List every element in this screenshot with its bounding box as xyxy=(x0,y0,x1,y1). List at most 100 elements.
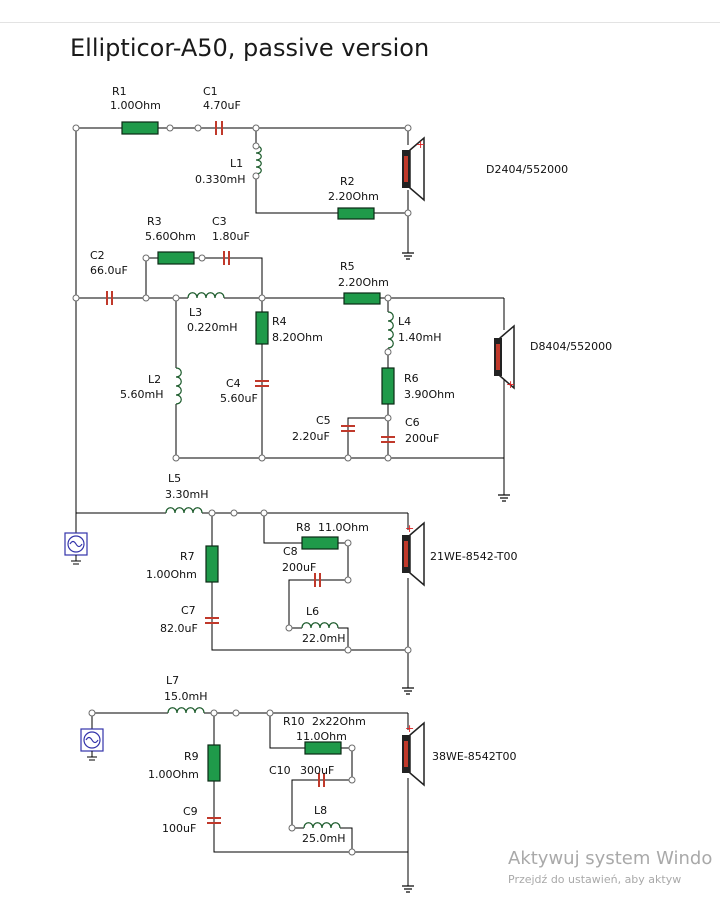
label-r6-name: R6 xyxy=(404,372,419,385)
label-r9-name: R9 xyxy=(184,750,199,763)
inductor-l8 xyxy=(303,822,341,829)
label-r5-name: R5 xyxy=(340,260,355,273)
label-l1-name: L1 xyxy=(230,157,243,170)
label-r3-value: 5.60Ohm xyxy=(145,230,196,243)
inductor-l1 xyxy=(255,145,262,175)
ground-icon xyxy=(497,486,511,502)
label-l5-name: L5 xyxy=(168,472,181,485)
label-c5-value: 2.20uF xyxy=(292,430,330,443)
junction-nodes xyxy=(72,124,412,856)
label-c7-value: 82.0uF xyxy=(160,622,198,635)
resistor-r4 xyxy=(255,311,269,345)
resistor-r6 xyxy=(381,367,395,405)
label-c4-value: 5.60uF xyxy=(220,392,258,405)
label-l2-value: 5.60mH xyxy=(120,388,163,401)
svg-text:+: + xyxy=(405,522,414,535)
resistor-r8 xyxy=(301,536,339,550)
speaker-woofer1-icon: + xyxy=(402,521,425,587)
resistor-r1 xyxy=(121,121,159,135)
label-c7-name: C7 xyxy=(181,604,196,617)
speaker-label-woofer2: 38WE-8542T00 xyxy=(432,750,517,763)
label-l8-value: 25.0mH xyxy=(302,832,345,845)
label-l1-value: 0.330mH xyxy=(195,173,245,186)
label-c1-value: 4.70uF xyxy=(203,99,241,112)
label-c2-value: 66.0uF xyxy=(90,264,128,277)
label-r10-value2: 11.0Ohm xyxy=(296,730,347,743)
label-r1-name: R1 xyxy=(112,85,127,98)
label-r6-value: 3.90Ohm xyxy=(404,388,455,401)
inductors xyxy=(165,145,394,832)
label-c9-name: C9 xyxy=(183,805,198,818)
label-r7-name: R7 xyxy=(180,550,195,563)
top-separator xyxy=(0,22,720,23)
label-r10-name: R10 xyxy=(283,715,305,728)
label-c8-name: C8 xyxy=(283,545,298,558)
label-l3-name: L3 xyxy=(189,306,202,319)
capacitors xyxy=(106,121,395,824)
inductor-l3 xyxy=(187,292,225,299)
speaker-labels: D2404/552000 D8404/552000 21WE-8542-T00 … xyxy=(430,163,612,763)
label-c3-value: 1.80uF xyxy=(212,230,250,243)
resistor-r3 xyxy=(157,251,195,265)
label-r10-value: 2x22Ohm xyxy=(312,715,366,728)
label-l7-name: L7 xyxy=(166,674,179,687)
inductor-l2 xyxy=(175,367,182,405)
windows-activation-watermark: Aktywuj system Windo xyxy=(508,848,713,869)
label-l6-name: L6 xyxy=(306,605,319,618)
label-r2-value: 2.20Ohm xyxy=(328,190,379,203)
resistor-r7 xyxy=(205,545,219,583)
label-c9-value: 100uF xyxy=(162,822,196,835)
label-r9-value: 1.00Ohm xyxy=(148,768,199,781)
label-c5-name: C5 xyxy=(316,414,331,427)
speaker-mid-icon: + xyxy=(494,324,515,391)
svg-text:+: + xyxy=(416,138,425,151)
resistor-r9 xyxy=(207,744,221,782)
label-r2-name: R2 xyxy=(340,175,355,188)
label-c10-value: 300uF xyxy=(300,764,334,777)
label-c2-name: C2 xyxy=(90,249,105,262)
label-c6-name: C6 xyxy=(405,416,420,429)
svg-text:+: + xyxy=(405,722,414,735)
label-l5-value: 3.30mH xyxy=(165,488,208,501)
svg-text:+: + xyxy=(506,378,515,391)
resistor-r5 xyxy=(343,292,381,305)
label-r1-value: 1.00Ohm xyxy=(110,99,161,112)
label-l8-name: L8 xyxy=(314,804,327,817)
label-r5-value: 2.20Ohm xyxy=(338,276,389,289)
label-l6-value: 22.0mH xyxy=(302,632,345,645)
inductor-l4 xyxy=(387,311,394,349)
resistor-r2 xyxy=(337,207,375,220)
resistors xyxy=(121,121,395,782)
label-r8-value: 11.0Ohm xyxy=(318,521,369,534)
speaker-label-tweeter: D2404/552000 xyxy=(486,163,568,176)
ground-icon xyxy=(401,877,415,893)
label-r4-value: 8.20Ohm xyxy=(272,331,323,344)
inductor-l5 xyxy=(165,507,203,514)
speaker-label-woofer1: 21WE-8542-T00 xyxy=(430,550,517,563)
label-l2-name: L2 xyxy=(148,373,161,386)
ac-source-1 xyxy=(64,532,88,565)
label-c6-value: 200uF xyxy=(405,432,439,445)
label-r3-name: R3 xyxy=(147,215,162,228)
label-l4-name: L4 xyxy=(398,315,411,328)
label-l7-value: 15.0mH xyxy=(164,690,207,703)
speaker-label-mid: D8404/552000 xyxy=(530,340,612,353)
ground-icon xyxy=(401,679,415,695)
label-r4-name: R4 xyxy=(272,315,287,328)
label-c10-name: C10 xyxy=(269,764,291,777)
resistor-r10 xyxy=(304,741,342,755)
speaker-tweeter-icon: + xyxy=(402,136,425,202)
label-r7-value: 1.00Ohm xyxy=(146,568,197,581)
speaker-woofer2-icon: + xyxy=(402,721,425,787)
label-l4-value: 1.40mH xyxy=(398,331,441,344)
schematic-title: Ellipticor-A50, passive version xyxy=(70,34,430,62)
label-c1-name: C1 xyxy=(203,85,218,98)
label-c8-value: 200uF xyxy=(282,561,316,574)
component-labels: R1 1.00Ohm C1 4.70uF L1 0.330mH R2 2.20O… xyxy=(90,85,455,845)
label-c4-name: C4 xyxy=(226,377,241,390)
inductor-l7 xyxy=(167,707,205,714)
windows-activation-subtext: Przejdź do ustawień, aby aktyw xyxy=(508,873,682,886)
label-l3-value: 0.220mH xyxy=(187,321,237,334)
ground-icon xyxy=(401,244,415,260)
